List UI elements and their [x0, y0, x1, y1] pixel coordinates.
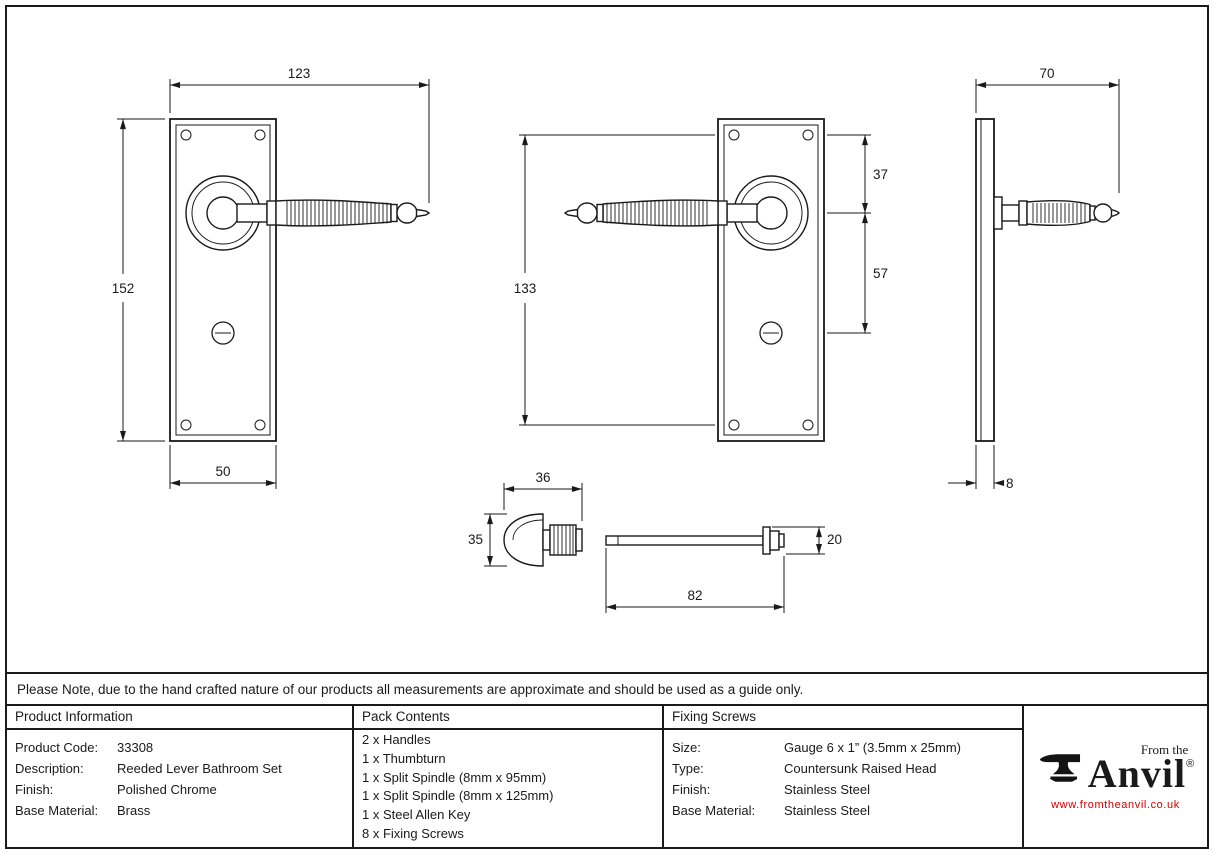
list-item: 1 x Thumbturn	[362, 750, 446, 766]
dim-spindle-flange: 20	[827, 532, 842, 547]
row-value: Countersunk Raised Head	[784, 761, 937, 776]
fixing-screws-header: Fixing Screws	[664, 706, 1022, 730]
table-row: Product Code: 33308	[15, 737, 344, 758]
backplate	[717, 118, 825, 442]
logo-tagline: From the	[1140, 742, 1189, 757]
dim-plate-height: 152	[112, 281, 135, 296]
row-label: Base Material:	[672, 803, 756, 818]
spec-sheet: 123 152 50	[5, 5, 1209, 849]
table-row: Description: Reeded Lever Bathroom Set	[15, 758, 344, 779]
row-value: Stainless Steel	[784, 803, 870, 818]
row-label: Base Material:	[15, 803, 99, 818]
dim-thumbturn-length: 36	[535, 470, 550, 485]
list-item: 1 x Split Spindle (8mm x 125mm)	[362, 788, 554, 804]
table-row: Finish: Stainless Steel	[672, 779, 1014, 800]
front-view-middle: 133 37 57	[514, 118, 888, 442]
dim-screw-to-centre: 37	[873, 167, 888, 182]
dim-overall-length: 123	[288, 66, 311, 81]
dim-plate-width: 50	[215, 464, 230, 479]
pack-contents-column: Pack Contents 2 x Handles 1 x Thumbturn …	[354, 706, 664, 847]
row-value: Brass	[117, 803, 151, 818]
note-bar: Please Note, due to the hand crafted nat…	[7, 672, 1207, 704]
technical-drawing: 123 152 50	[112, 66, 1121, 613]
row-label: Description:	[15, 761, 84, 776]
fixing-screws-column: Fixing Screws Size: Gauge 6 x 1” (3.5mm …	[664, 706, 1024, 847]
row-label: Type:	[672, 761, 704, 776]
table-row: Finish: Polished Chrome	[15, 779, 344, 800]
lever-handle	[564, 199, 758, 227]
row-value: Gauge 6 x 1” (3.5mm x 25mm)	[784, 740, 961, 755]
logo-brand: Anvil	[1087, 751, 1187, 796]
table-row: Size: Gauge 6 x 1” (3.5mm x 25mm)	[672, 737, 1014, 758]
registered-mark: ®	[1186, 758, 1195, 770]
table-row: Base Material: Stainless Steel	[672, 800, 1014, 821]
logo-website: www.fromtheanvil.co.uk	[1051, 799, 1180, 811]
thumbturn-drawing: 36 35	[468, 470, 583, 567]
list-item: 2 x Handles	[362, 732, 431, 747]
pack-contents-header: Pack Contents	[354, 706, 662, 730]
note-text: Please Note, due to the hand crafted nat…	[17, 681, 804, 697]
dim-projection: 70	[1039, 66, 1054, 81]
drawing-area: 123 152 50	[7, 7, 1207, 672]
side-view: 70 8	[948, 66, 1121, 491]
row-label: Size:	[672, 740, 701, 755]
dim-plate-thickness: 8	[1006, 476, 1014, 491]
row-value: Polished Chrome	[117, 782, 217, 797]
dim-fixing-centres: 133	[514, 281, 537, 296]
spec-table: Product Information Product Code: 33308 …	[7, 704, 1207, 847]
dim-centre-to-thumbturn: 57	[873, 266, 888, 281]
anvil-icon	[1039, 753, 1080, 782]
list-item: 1 x Split Spindle (8mm x 95mm)	[362, 769, 547, 785]
table-row: Base Material: Brass	[15, 800, 344, 821]
spindle-drawing: 82 20	[605, 526, 842, 613]
row-value: Stainless Steel	[784, 782, 870, 797]
product-info-column: Product Information Product Code: 33308 …	[7, 706, 354, 847]
backplate	[169, 118, 277, 442]
list-item: 8 x Fixing Screws	[362, 825, 464, 841]
row-value: Reeded Lever Bathroom Set	[117, 761, 282, 776]
dim-spindle-length: 82	[687, 588, 702, 603]
front-view-left: 123 152 50	[112, 66, 430, 489]
table-row: Type: Countersunk Raised Head	[672, 758, 1014, 779]
list-item: 1 x Steel Allen Key	[362, 807, 471, 823]
product-info-header: Product Information	[7, 706, 352, 730]
dim-thumbturn-height: 35	[468, 532, 483, 547]
row-value: 33308	[117, 740, 154, 755]
row-label: Finish:	[672, 782, 711, 797]
logo: From the Anvil® www.fromtheanvil.co.uk	[1024, 706, 1207, 847]
row-label: Finish:	[15, 782, 54, 797]
row-label: Product Code:	[15, 740, 99, 755]
lever-handle	[236, 199, 430, 227]
